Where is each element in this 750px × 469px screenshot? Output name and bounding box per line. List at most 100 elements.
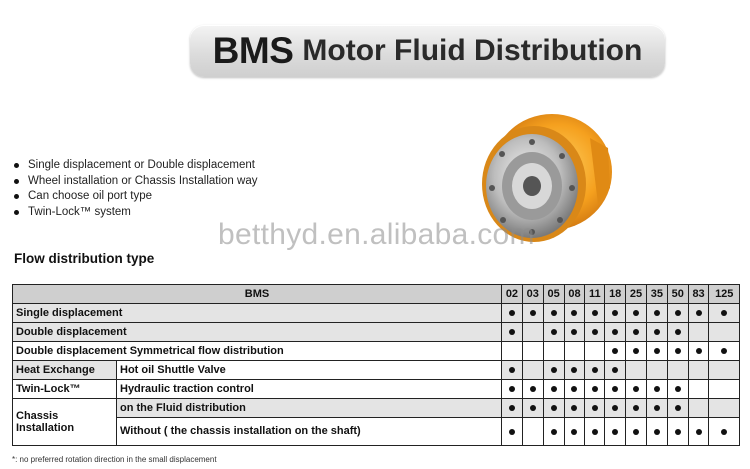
mark-cell-25: [625, 360, 647, 380]
bullet-dot-icon: [633, 386, 640, 392]
bullet-dot-icon: [550, 367, 557, 373]
bullet-dot-icon: [674, 310, 681, 316]
mark-cell-83: [687, 379, 710, 399]
bullet-dot-icon: [612, 405, 619, 411]
bullet-dot-icon: [508, 367, 515, 373]
mark-cell-11: [584, 303, 606, 323]
hydraulic-motor-image: [482, 114, 612, 242]
table-row: Double displacement: [11, 322, 740, 342]
mark-cell-08: [563, 360, 586, 380]
mark-cell-02: [501, 341, 523, 361]
mark-cell-25: [625, 398, 647, 418]
mark-cell-83: [687, 303, 710, 323]
bullet-dot-icon: [529, 405, 536, 411]
mark-cell-08: [563, 379, 586, 399]
column-header: 11: [584, 284, 606, 304]
bullet-dot-icon: [550, 386, 557, 392]
mark-cell-18: [604, 398, 627, 418]
bullet-dot-icon: [508, 329, 515, 335]
bullet-dot-icon: [653, 329, 660, 335]
mark-cell-08: [563, 303, 586, 323]
bullet-dot-icon: [612, 428, 619, 435]
feature-item: Wheel installation or Chassis Installati…: [14, 174, 257, 190]
column-header: 83: [687, 284, 710, 304]
mark-cell-02: [501, 322, 523, 342]
bullet-dot-icon: [591, 310, 598, 316]
mark-cell-11: [584, 322, 606, 342]
column-header: 35: [645, 284, 668, 304]
bullet-dot-icon: [695, 310, 702, 316]
bullet-dot-icon: [653, 386, 660, 392]
bullet-dot-icon: [612, 329, 619, 335]
mark-cell-125: [708, 417, 740, 446]
mark-cell-35: [645, 303, 668, 323]
bullet-dot-icon: [721, 428, 728, 435]
mark-cell-18: [604, 379, 627, 399]
feature-item: Can choose oil port type: [14, 189, 257, 205]
feature-item: Twin-Lock™ system: [14, 205, 257, 221]
mark-cell-50: [666, 360, 689, 380]
mark-cell-11: [584, 417, 606, 446]
table-header-row: BMS 02 03 05 08 11 18 25 35 50 83 125: [11, 284, 740, 304]
bullet-dot-icon: [674, 348, 681, 354]
bullet-dot-icon: [550, 428, 557, 435]
mark-cell-50: [666, 417, 689, 446]
table-row: Without ( the chassis installation on th…: [13, 417, 740, 446]
bullet-dot-icon: [571, 386, 578, 392]
table-body: Single displacement Double displacement …: [11, 303, 740, 446]
mark-cell-03: [521, 322, 544, 342]
mark-cell-18: [604, 341, 627, 361]
mark-cell-83: [687, 417, 710, 446]
table-row: Heat Exchange Hot oil Shuttle Valve: [12, 360, 740, 380]
mark-cell-05: [542, 417, 565, 446]
title-brand: BMS: [212, 30, 294, 71]
table-row: Double displacement Symmetrical flow dis…: [11, 341, 740, 361]
bullet-dot-icon: [571, 367, 578, 373]
row-label: Heat Exchange: [12, 360, 117, 380]
mark-cell-83: [687, 360, 710, 380]
bullet-dot-icon: [529, 386, 536, 392]
row-sublabel: Without ( the chassis installation on th…: [115, 417, 503, 446]
table-row: Twin-Lock™ Hydraulic traction control: [12, 379, 740, 399]
watermark: betthyd.en.alibaba.com: [218, 218, 535, 251]
bullet-dot-icon: [14, 163, 19, 169]
bullet-dot-icon: [550, 405, 557, 411]
bullet-dot-icon: [591, 367, 598, 373]
bullet-dot-icon: [695, 348, 702, 354]
bullet-dot-icon: [612, 310, 619, 316]
footnote: *: no preferred rotation direction in th…: [12, 455, 217, 464]
mark-cell-125: [708, 303, 740, 323]
bullet-dot-icon: [508, 405, 515, 411]
bullet-dot-icon: [591, 405, 598, 411]
bullet-dot-icon: [529, 310, 536, 316]
bullet-dot-icon: [653, 405, 660, 411]
mark-cell-25: [625, 417, 647, 446]
mark-cell-02: [501, 398, 523, 418]
mark-cell-25: [625, 341, 647, 361]
column-header: 02: [501, 284, 523, 304]
mark-cell-03: [521, 341, 544, 361]
title-banner: BMS Motor Fluid Distribution: [190, 25, 665, 77]
bullet-dot-icon: [674, 329, 681, 335]
mark-cell-83: [687, 398, 710, 418]
column-header: 08: [563, 284, 586, 304]
mark-cell-50: [666, 303, 689, 323]
title-text: Motor Fluid Distribution: [302, 34, 643, 67]
column-header: 03: [521, 284, 544, 304]
bullet-dot-icon: [721, 348, 728, 354]
bullet-dot-icon: [674, 405, 681, 411]
row-label: Single displacement: [11, 303, 503, 323]
bullet-dot-icon: [653, 428, 660, 435]
bullet-dot-icon: [571, 405, 578, 411]
feature-item: Single displacement or Double displaceme…: [14, 158, 257, 174]
bullet-dot-icon: [674, 428, 681, 435]
column-header: 125: [708, 284, 740, 304]
row-label: Double displacement Symmetrical flow dis…: [11, 341, 503, 361]
mark-cell-25: [625, 379, 647, 399]
row-label: Double displacement: [11, 322, 503, 342]
mark-cell-18: [604, 322, 627, 342]
table-row: Chassis Installation on the Fluid distri…: [12, 398, 740, 446]
section-title: Flow distribution type: [14, 251, 155, 266]
bullet-dot-icon: [571, 428, 578, 435]
mark-cell-02: [501, 379, 523, 399]
